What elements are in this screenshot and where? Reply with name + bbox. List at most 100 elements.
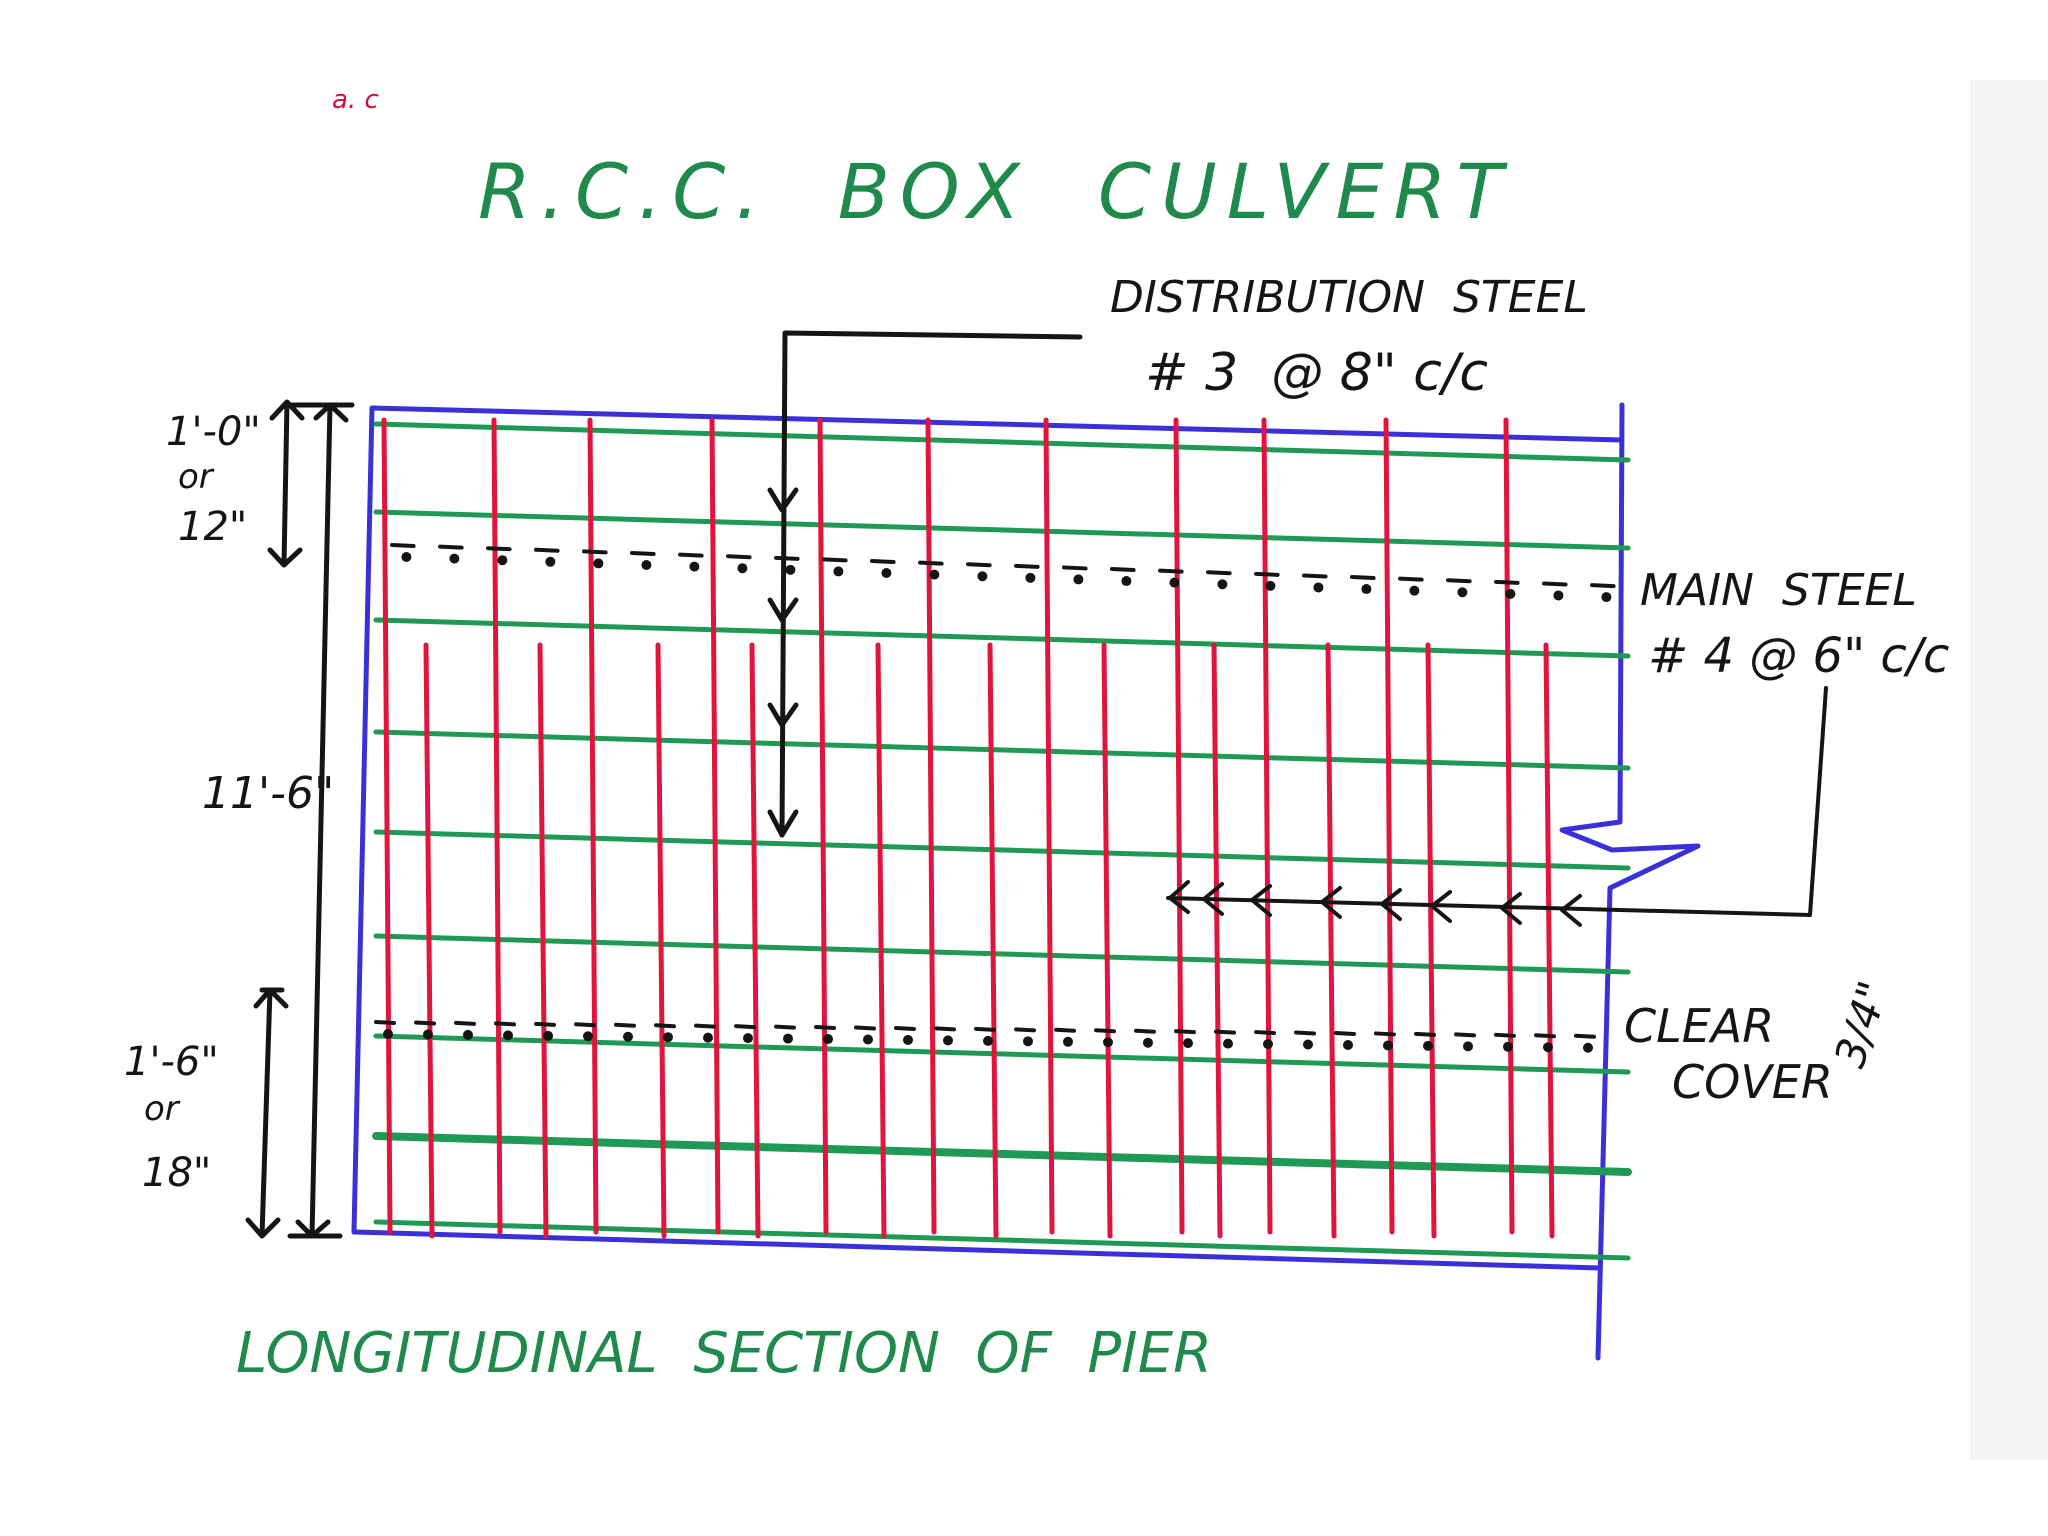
section-dash: [1414, 1031, 1436, 1037]
section-dash: [814, 1025, 836, 1031]
section-dot: [503, 1030, 513, 1041]
main-bar: [1325, 642, 1337, 1239]
main-bar: [381, 417, 393, 1235]
top-dimension-inches: 12": [178, 504, 247, 550]
main-bar: [925, 417, 937, 1235]
distribution-bar: [373, 729, 1631, 771]
section-dot: [929, 569, 940, 580]
section-dot: [1217, 579, 1228, 590]
section-dash: [1494, 579, 1520, 585]
corner-mark: a. c: [332, 85, 379, 115]
section-dash: [1302, 573, 1328, 579]
overall-dimension-line: [309, 402, 333, 1239]
section-dot: [1063, 1036, 1073, 1047]
main-steel-spec: # 4 @ 6" c/c: [1648, 628, 1949, 684]
section-dash: [1206, 570, 1232, 576]
section-dot: [737, 563, 748, 574]
section-dash: [726, 554, 752, 560]
section-dot: [1169, 577, 1180, 588]
section-dash: [678, 552, 704, 558]
section-dot: [663, 1032, 673, 1043]
section-dot: [583, 1031, 593, 1042]
section-dash: [894, 1025, 916, 1031]
section-dot: [1463, 1041, 1473, 1052]
section-subtitle: LONGITUDINAL SECTION OF PIER: [236, 1321, 1212, 1386]
section-dot: [1223, 1038, 1233, 1049]
clear-cover-value: 3/4": [1825, 975, 1898, 1073]
dimension-lines: [245, 399, 355, 1239]
section-dash: [1374, 1031, 1396, 1037]
section-dot: [1543, 1042, 1553, 1053]
distribution-bar: [373, 617, 1631, 659]
section-dash: [1534, 1033, 1556, 1039]
main-bar: [1543, 642, 1555, 1239]
section-dot: [881, 568, 892, 579]
distribution-steel-spec: # 3 @ 8" c/c: [1145, 343, 1488, 403]
section-dash: [614, 1022, 636, 1028]
overall-top-tick: [289, 402, 355, 423]
section-dash: [1574, 1033, 1596, 1039]
section-dot: [743, 1033, 753, 1044]
section-dot: [1303, 1039, 1313, 1050]
main-bar: [987, 642, 999, 1239]
leader-arrowhead-4: [767, 809, 799, 838]
main-leader-arrows: [1168, 880, 1582, 927]
section-dash: [694, 1023, 716, 1029]
section-dash: [454, 1020, 476, 1026]
section-dash: [774, 555, 800, 561]
overall-dimension-value: 11'-6": [202, 768, 334, 819]
bottom-dimension-value: 1'-6": [124, 1039, 219, 1085]
leader-arrowhead-1: [767, 487, 799, 513]
section-dash: [1134, 1028, 1156, 1034]
section-dash: [582, 549, 608, 555]
section-dot: [1143, 1037, 1153, 1048]
section-dot: [401, 552, 412, 562]
section-dash: [534, 547, 560, 553]
main-steel-leader: [1166, 686, 1828, 927]
distribution-bar: [373, 1219, 1631, 1261]
distribution-bar: [372, 1132, 1632, 1176]
section-dash: [630, 551, 656, 557]
section-dash: [1254, 1030, 1276, 1036]
main-bar: [1383, 417, 1395, 1235]
section-dash: [654, 1023, 676, 1029]
main-steel-label: MAIN STEEL: [1640, 565, 1917, 616]
outline-top-edge: [369, 405, 1625, 443]
main-bar: [875, 642, 887, 1239]
section-dot: [1383, 1040, 1393, 1051]
section-dash: [1350, 575, 1376, 581]
section-dot: [1025, 572, 1036, 583]
section-dash: [1014, 563, 1040, 569]
section-dot: [449, 553, 460, 564]
section-dash: [1158, 568, 1184, 574]
section-dot: [1183, 1038, 1193, 1049]
main-bar: [491, 417, 503, 1235]
distribution-bar: [373, 933, 1631, 975]
bottom-dimension-line: [245, 987, 289, 1239]
section-dash: [1446, 578, 1472, 584]
section-dash: [494, 1021, 516, 1027]
section-dash: [854, 1025, 876, 1031]
section-dash: [1014, 1027, 1036, 1033]
section-dash: [1334, 1030, 1356, 1036]
section-dot: [1503, 1041, 1513, 1052]
section-dot: [783, 1033, 793, 1044]
section-dash: [966, 562, 992, 568]
bar-section-rows: [374, 543, 1616, 1053]
section-dot: [943, 1035, 953, 1046]
section-dash: [1590, 583, 1616, 589]
main-bar: [1043, 417, 1055, 1235]
section-dot: [463, 1029, 473, 1040]
main-steel-bars: [381, 417, 1555, 1239]
leader-arrowhead-2: [767, 597, 799, 623]
section-dot: [1505, 588, 1516, 599]
main-bar: [1425, 642, 1437, 1239]
top-dimension-value: 1'-0": [166, 409, 261, 455]
overall-bottom-tick: [287, 1219, 343, 1239]
section-dash: [1110, 567, 1136, 573]
top-dimension-or: or: [178, 457, 215, 497]
main-bar: [1101, 642, 1113, 1239]
section-dot: [983, 1035, 993, 1046]
section-dot: [703, 1032, 713, 1043]
